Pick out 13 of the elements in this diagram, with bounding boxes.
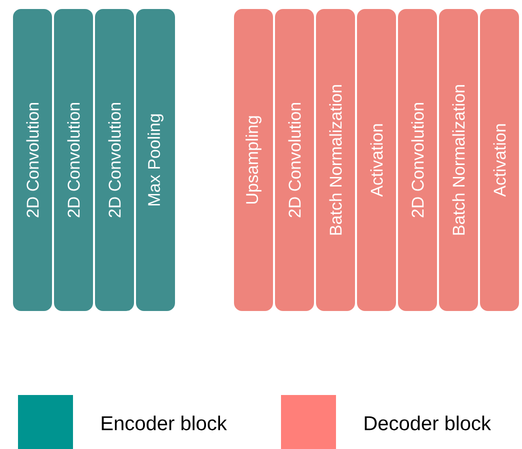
layer-bar: Upsampling (234, 9, 273, 311)
layer-bar: Batch Normalization (439, 9, 478, 311)
layer-bar: 2D Convolution (13, 9, 52, 311)
layer-bar: 2D Convolution (398, 9, 437, 311)
layer-bar: Activation (480, 9, 519, 311)
layer-bar: 2D Convolution (54, 9, 93, 311)
layer-bar: Max Pooling (136, 9, 175, 311)
layer-bar: Activation (357, 9, 396, 311)
layer-bar: 2D Convolution (275, 9, 314, 311)
legend-label: Encoder block (102, 416, 227, 430)
layer-bar: 2D Convolution (95, 9, 134, 311)
legend-label: Decoder block (364, 416, 492, 430)
layer-bar: Batch Normalization (316, 9, 355, 311)
